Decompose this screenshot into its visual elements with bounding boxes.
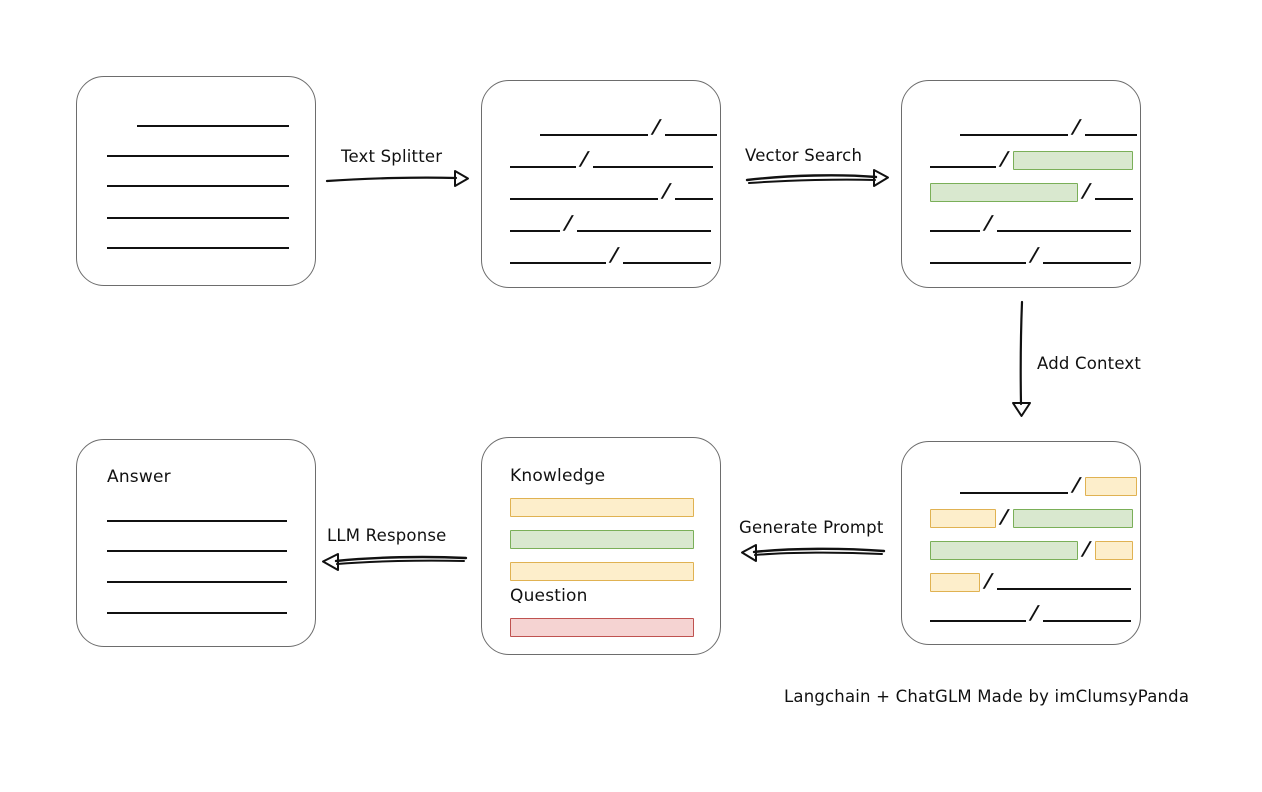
document-line — [107, 185, 289, 187]
chunk-highlight-yellow — [930, 508, 996, 528]
document-line — [107, 247, 289, 249]
arrow-add-context — [1012, 300, 1031, 417]
chunk-highlight-yellow — [1094, 540, 1133, 560]
document-line — [107, 217, 289, 219]
arrow-label-add-context: Add Context — [1037, 354, 1142, 373]
chunk-separator: / — [662, 180, 671, 202]
arrow-label-llm-response: LLM Response — [327, 526, 447, 545]
chunk-row: / — [960, 474, 1137, 497]
chunk-segment — [930, 620, 1026, 622]
chunk-segment — [930, 262, 1026, 264]
chunk-row: / — [930, 180, 1133, 203]
knowledge-bar-green — [510, 530, 694, 549]
chunk-separator: / — [1072, 474, 1081, 496]
chunk-row: / — [540, 116, 717, 139]
knowledge-bar-yellow — [510, 562, 694, 581]
chunk-row: / — [930, 602, 1131, 625]
chunk-segment — [510, 230, 560, 232]
answer-label: Answer — [107, 467, 171, 487]
chunk-segment — [1042, 262, 1131, 264]
chunk-separator: / — [984, 212, 993, 234]
chunk-segment — [510, 262, 606, 264]
chunk-highlight-yellow — [930, 572, 980, 592]
chunk-highlight-green — [1012, 508, 1133, 528]
chunk-row: / — [510, 180, 713, 203]
chunk-separator: / — [610, 244, 619, 266]
answer-line — [107, 581, 287, 583]
card-prompt: Knowledge Question — [481, 437, 721, 655]
arrow-vector-search — [745, 169, 889, 187]
chunk-segment — [1042, 620, 1131, 622]
document-line — [107, 155, 289, 157]
chunk-segment — [510, 166, 576, 168]
card-retrieved-chunks: / / / / / — [901, 80, 1141, 288]
answer-line — [107, 520, 287, 522]
chunk-segment — [664, 134, 717, 136]
question-label: Question — [510, 586, 588, 606]
chunk-segment — [930, 166, 996, 168]
arrow-label-vector-search: Vector Search — [745, 146, 863, 165]
chunk-separator: / — [1072, 116, 1081, 138]
arrow-label-text-splitter: Text Splitter — [341, 147, 443, 166]
card-context-chunks: / / / / / — [901, 441, 1141, 645]
chunk-row: / — [930, 538, 1133, 561]
card-source-document — [76, 76, 316, 286]
chunk-row: / — [930, 148, 1133, 171]
chunk-segment — [996, 230, 1131, 232]
document-line — [137, 125, 289, 127]
chunk-highlight-yellow — [1084, 476, 1137, 496]
chunk-segment — [674, 198, 713, 200]
chunk-row: / — [930, 570, 1131, 593]
answer-line — [107, 550, 287, 552]
chunk-segment — [1084, 134, 1137, 136]
card-answer: Answer — [76, 439, 316, 647]
chunk-segment — [592, 166, 713, 168]
chunk-separator: / — [652, 116, 661, 138]
answer-line — [107, 612, 287, 614]
chunk-row: / — [510, 212, 711, 235]
chunk-separator: / — [1000, 506, 1009, 528]
chunk-segment — [960, 492, 1068, 494]
knowledge-bar-yellow — [510, 498, 694, 517]
chunk-separator: / — [1030, 244, 1039, 266]
chunk-segment — [1094, 198, 1133, 200]
chunk-segment — [622, 262, 711, 264]
footer-credit: Langchain + ChatGLM Made by imClumsyPand… — [784, 687, 1190, 706]
chunk-separator: / — [984, 570, 993, 592]
chunk-segment — [930, 230, 980, 232]
chunk-separator: / — [1030, 602, 1039, 624]
card-split-chunks: / / / / / — [481, 80, 721, 288]
chunk-highlight-green — [930, 540, 1078, 560]
chunk-separator: / — [1000, 148, 1009, 170]
arrow-generate-prompt — [741, 544, 886, 562]
question-bar-red — [510, 618, 694, 637]
chunk-row: / — [510, 244, 711, 267]
knowledge-label: Knowledge — [510, 466, 606, 486]
chunk-row: / — [960, 116, 1137, 139]
chunk-segment — [510, 198, 658, 200]
chunk-segment — [576, 230, 711, 232]
chunk-highlight-green — [1012, 150, 1133, 170]
chunk-segment — [996, 588, 1131, 590]
chunk-separator: / — [580, 148, 589, 170]
arrow-text-splitter — [325, 170, 469, 187]
chunk-row: / — [510, 148, 713, 171]
chunk-row: / — [930, 212, 1131, 235]
chunk-highlight-green — [930, 182, 1078, 202]
arrow-label-generate-prompt: Generate Prompt — [739, 518, 884, 537]
chunk-segment — [960, 134, 1068, 136]
chunk-separator: / — [1082, 180, 1091, 202]
chunk-row: / — [930, 506, 1133, 529]
chunk-row: / — [930, 244, 1131, 267]
arrow-llm-response — [322, 553, 468, 571]
chunk-segment — [540, 134, 648, 136]
chunk-separator: / — [1082, 538, 1091, 560]
chunk-separator: / — [564, 212, 573, 234]
